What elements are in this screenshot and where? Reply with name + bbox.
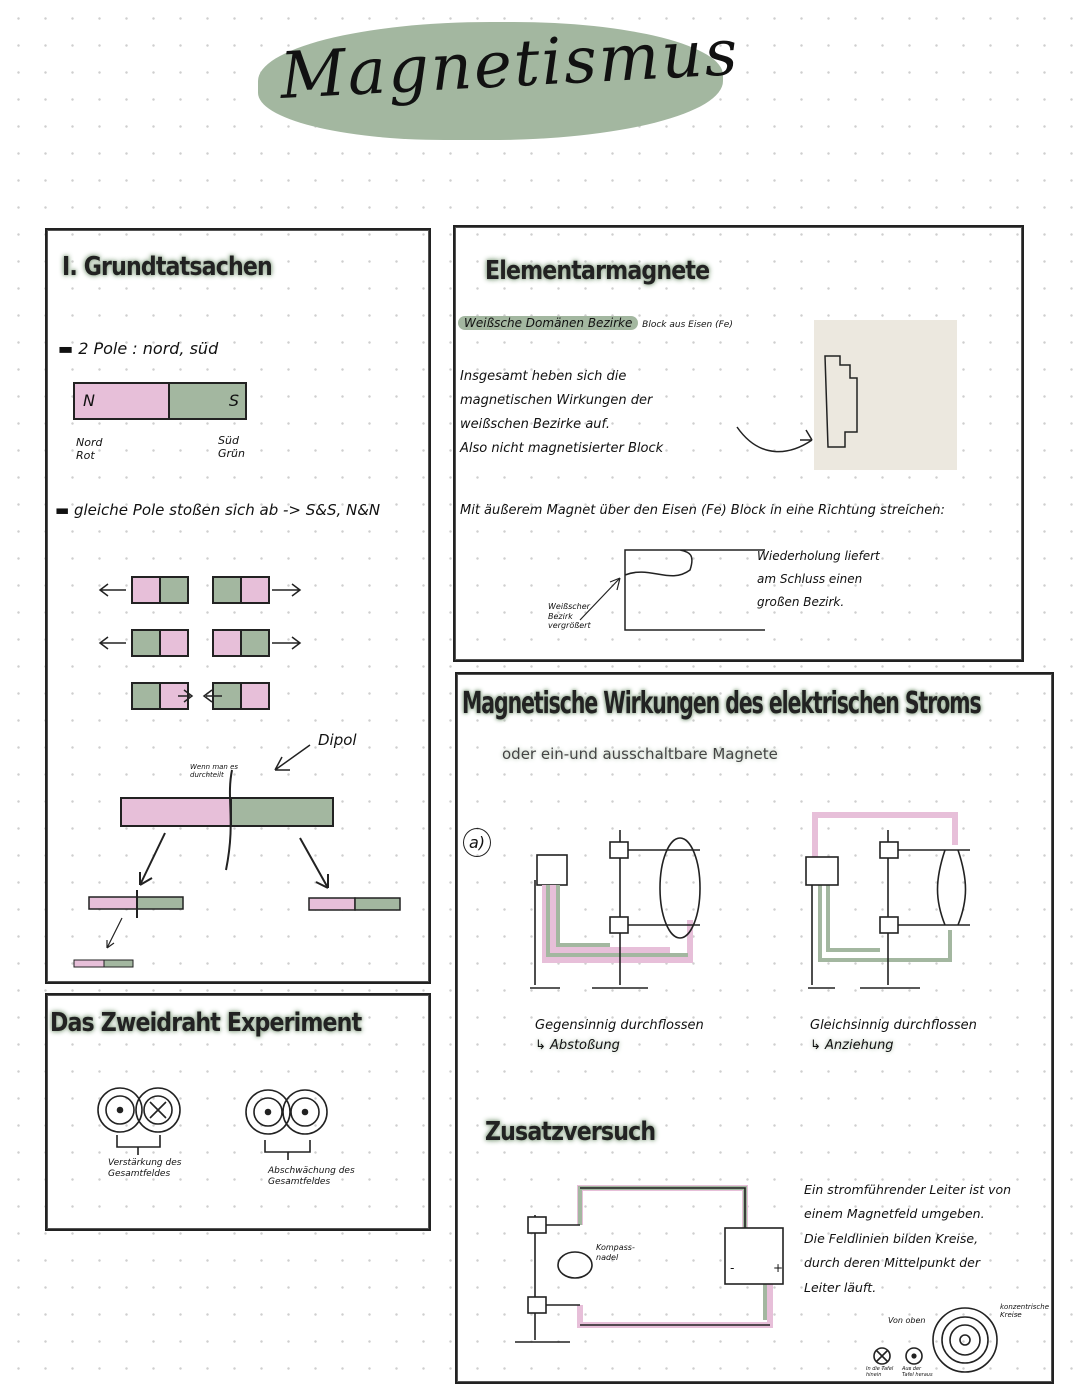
elementar-paragraph: Insgesamt heben sich die magnetischen Wi… — [460, 365, 663, 461]
circuit-right — [805, 812, 970, 989]
zweidraht-left-caption: Verstärkung des Gesamtfeldes — [108, 1158, 182, 1179]
strom-heading: Magnetische Wirkungen des elektrischen S… — [462, 686, 982, 721]
out-label: Aus der Tafel heraus — [902, 1366, 933, 1378]
para-line: magnetischen Wirkungen der — [460, 393, 653, 409]
bezirk-label: Weißscher Bezirk vergrößert — [548, 602, 591, 631]
result-line: großen Bezirk. — [757, 594, 845, 609]
right-caption: Gleichsinnig durchflossen ↳ Anziehung — [810, 1016, 977, 1055]
left-caption: Gegensinnig durchflossen ↳ Abstoßung — [535, 1016, 704, 1055]
minus-terminal: - — [730, 1261, 735, 1275]
dipol-label: Dipol — [318, 731, 357, 749]
left-result: ↳ Abstoßung — [535, 1037, 620, 1053]
bullet-poles-text: 2 Pole : nord, süd — [78, 339, 219, 358]
bullet-repel: ▬ gleiche Pole stoßen sich ab -> S&S, N&… — [55, 501, 381, 519]
domain-diagram — [579, 320, 957, 631]
repel-diagram — [73, 576, 401, 968]
elementar-box — [453, 225, 1024, 662]
zweidraht-diagram — [97, 1087, 328, 1160]
title-highlight — [258, 22, 723, 140]
grundtatsachen-box — [45, 228, 431, 984]
block-label: Block aus Eisen (Fe) — [642, 320, 733, 330]
plus-terminal: + — [773, 1261, 784, 1275]
domain-line: Weißsche Domänen Bezirke Block aus Eisen… — [458, 313, 733, 333]
para-line: Die Feldlinien bilden Kreise, — [804, 1230, 979, 1246]
cut-note: Wenn man es durchteilt — [190, 763, 239, 780]
para-line: weißschen Bezirke auf. — [460, 417, 611, 433]
bar-magnet: N S — [73, 382, 247, 420]
para-line: Also nicht magnetisierter Block — [460, 441, 664, 457]
concentric-circles — [873, 1307, 998, 1373]
zweidraht-box — [45, 993, 431, 1231]
para-line: einem Magnetfeld umgeben. — [804, 1206, 985, 1222]
para-line: Insgesamt heben sich die — [460, 369, 627, 384]
domain-highlight: Weißsche Domänen Bezirke — [458, 316, 639, 330]
strom-subheading: oder ein-und ausschaltbare Magnete — [502, 745, 778, 763]
para-line: durch deren Mittelpunkt der — [804, 1255, 980, 1271]
north-color: Rot — [76, 449, 95, 463]
zusatz-heading: Zusatzversuch — [485, 1117, 656, 1147]
elementar-heading: Elementarmagnete — [485, 256, 710, 286]
right-caption-text: Gleichsinnig durchflossen — [810, 1018, 977, 1033]
zusatz-paragraph: Ein stromführender Leiter ist von einem … — [804, 1178, 1011, 1300]
south-pole: S — [170, 384, 245, 418]
into-label: In die Tafel hinein — [866, 1366, 894, 1378]
strom-box — [455, 672, 1054, 1384]
kompass-label: Kompass-nadel — [596, 1243, 635, 1262]
left-caption-text: Gegensinnig durchflossen — [535, 1018, 704, 1033]
result-line: am Schluss einen — [757, 571, 863, 586]
south-color: Grün — [218, 447, 245, 461]
grundtatsachen-heading: I. Grundtatsachen — [62, 252, 273, 282]
instruction: Mit äußerem Magnet über den Eisen (Fe) B… — [460, 503, 945, 518]
bullet-repel-text: gleiche Pole stoßen sich ab -> S&S, N&N — [73, 501, 381, 519]
para-line: Ein stromführender Leiter ist von — [804, 1182, 1012, 1197]
north-pole: N — [75, 384, 170, 418]
result-text: Wiederholung liefert am Schluss einen gr… — [757, 545, 880, 613]
konzentrisch-label: konzentrische Kreise — [1000, 1303, 1049, 1320]
bullet-poles: ▬ 2 Pole : nord, süd — [58, 339, 219, 358]
north-label: Nord — [76, 436, 103, 449]
von-oben-label: Von oben — [888, 1316, 926, 1325]
result-line: Wiederholung liefert — [757, 549, 880, 563]
right-result: ↳ Anziehung — [810, 1037, 894, 1053]
para-line: Leiter läuft. — [804, 1279, 877, 1295]
circuit-left — [530, 830, 701, 989]
part-a-label: a) — [463, 828, 492, 858]
south-label: Süd — [218, 434, 239, 447]
zweidraht-heading: Das Zweidraht Experiment — [50, 1008, 362, 1038]
zweidraht-right-caption: Abschwächung des Gesamtfeldes — [268, 1166, 355, 1187]
zusatz-circuit — [515, 1185, 784, 1343]
